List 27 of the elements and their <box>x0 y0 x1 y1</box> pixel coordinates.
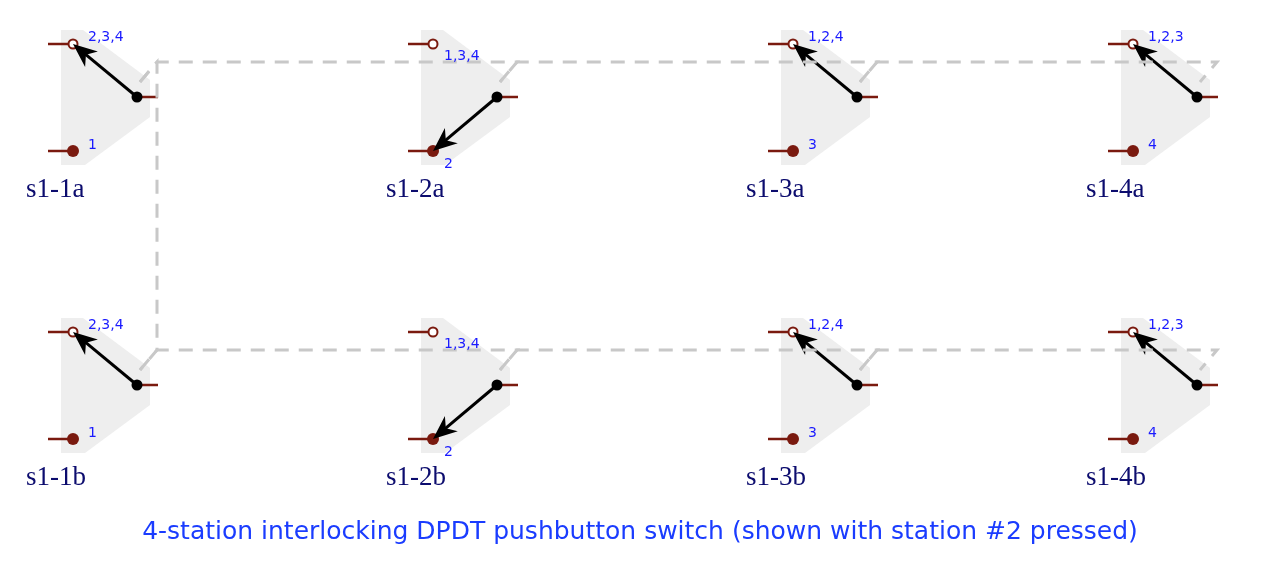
pin-label: 2,3,4 <box>88 317 124 331</box>
pin-label: 4 <box>1148 425 1157 439</box>
pin-label: 1,2,4 <box>808 317 844 331</box>
pin-label: 1 <box>88 137 97 151</box>
switch-name: s1-1a <box>26 175 85 202</box>
caption: 4-station interlocking DPDT pushbutton switch (shown with station #2 pressed) <box>141 516 1139 545</box>
switch-name: s1-3a <box>746 175 805 202</box>
switch-name: s1-2a <box>386 175 445 202</box>
switch-name: s1-4b <box>1086 463 1146 490</box>
switch-name: s1-2b <box>386 463 446 490</box>
pin-label: 2 <box>444 156 453 170</box>
pin-label: 1,2,4 <box>808 29 844 43</box>
switch-name: s1-1b <box>26 463 86 490</box>
pin-label: 3 <box>808 425 817 439</box>
pin-label: 1,2,3 <box>1148 29 1184 43</box>
mechanical-linkage <box>858 60 1221 83</box>
mechanical-linkage <box>858 348 1221 371</box>
switch-name: s1-4a <box>1086 175 1145 202</box>
pin-label: 3 <box>808 137 817 151</box>
pin-label: 1 <box>88 425 97 439</box>
pin-label: 2,3,4 <box>88 29 124 43</box>
switch-name: s1-3b <box>746 463 806 490</box>
pin-label: 2 <box>444 444 453 458</box>
pin-label: 1,3,4 <box>444 48 480 62</box>
pin-label: 4 <box>1148 137 1157 151</box>
pin-label: 1,3,4 <box>444 336 480 350</box>
pin-label: 1,2,3 <box>1148 317 1184 331</box>
